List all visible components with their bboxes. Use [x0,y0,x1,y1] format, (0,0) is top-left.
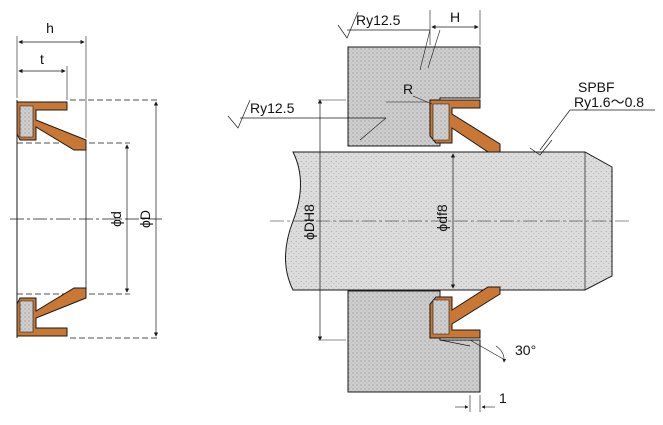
seal-assembly-top [429,99,501,153]
roughness-top-label: Ry12.5 [356,12,401,28]
dim-phi-df8-label: ϕdf8 [434,204,450,232]
right-assembly-view: H Ry12.5 Ry12.5 R SPBF Ry1.6～0.8 ϕDH8 ϕd… [227,9,655,412]
dim-H-label: H [450,9,460,25]
seal-section-top [16,101,87,151]
dim-phi-DH8-label: ϕDH8 [301,204,317,240]
seal-assembly-bottom [429,286,501,339]
housing-bottom [347,290,481,393]
seal-section-bottom [16,287,87,337]
roughness-right-label: Ry1.6～0.8 [574,94,644,110]
dim-h-label: h [46,20,54,36]
dim-t-label: t [40,51,44,67]
dim-phi-D-label: ϕD [137,210,153,228]
surface-spbf-label: SPBF [578,79,615,95]
angle-30-label: 30° [515,342,536,358]
dim-1-label: 1 [499,390,507,406]
radius-R-label: R [403,81,413,97]
roughness-left-label: Ry12.5 [250,100,295,116]
left-seal-view: h t ϕd ϕD [10,20,165,339]
dim-phi-d-label: ϕd [108,211,124,227]
